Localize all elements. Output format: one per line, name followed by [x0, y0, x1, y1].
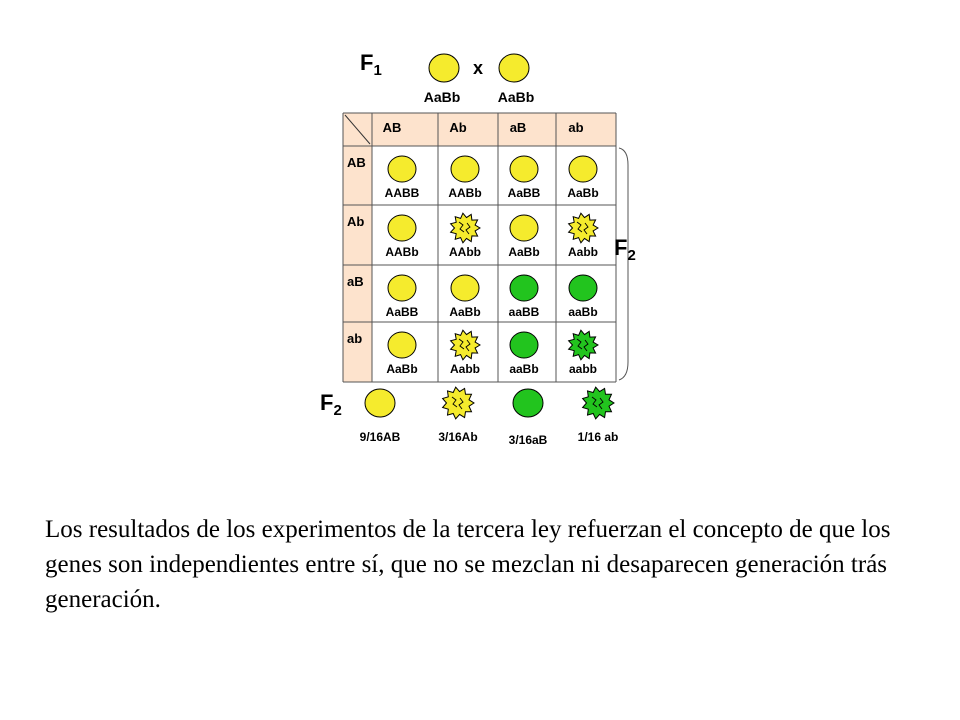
yellow-round-pea-icon [364, 388, 396, 418]
yellow-round-pea-icon [387, 331, 417, 359]
yellow-round-pea-icon [498, 53, 530, 83]
cell-genotype: AABB [385, 186, 420, 200]
parent-genotype: AaBb [498, 89, 535, 105]
yellow-wrinkled-pea-icon [567, 212, 599, 244]
f2-bracket-label: F2 [614, 235, 636, 264]
f1-label: F1 [360, 50, 382, 79]
yellow-round-pea-icon [450, 155, 480, 183]
ratio-label: 9/16AB [360, 430, 401, 444]
bracket-line [618, 147, 629, 381]
column-gamete-label: AB [383, 120, 402, 135]
cell-genotype: AaBB [386, 305, 419, 319]
yellow-round-pea-icon [387, 214, 417, 242]
green-wrinkled-pea-icon [567, 329, 599, 361]
parent-genotype: AaBb [424, 89, 461, 105]
cell-genotype: aabb [569, 362, 597, 376]
cell-genotype: AABb [448, 186, 481, 200]
green-round-pea-icon [509, 274, 539, 302]
column-gamete-label: ab [568, 120, 583, 135]
green-round-pea-icon [509, 331, 539, 359]
ratio-label: 3/16aB [509, 433, 548, 447]
cell-genotype: AaBB [508, 186, 541, 200]
row-gamete-label: Ab [347, 214, 364, 229]
row-header-band [343, 113, 372, 382]
cell-genotype: Aabb [450, 362, 480, 376]
yellow-round-pea-icon [509, 155, 539, 183]
f2-summary-label: F2 [320, 390, 342, 419]
f2-bracket: F2 [614, 147, 636, 381]
yellow-round-pea-icon [509, 214, 539, 242]
column-header-band [343, 113, 616, 146]
row-gamete-label: ab [347, 331, 362, 346]
yellow-round-pea-icon [568, 155, 598, 183]
yellow-wrinkled-pea-icon [449, 212, 481, 244]
cell-genotype: AaBb [449, 305, 480, 319]
yellow-round-pea-icon [428, 53, 460, 83]
cell-genotype: AABb [385, 245, 418, 259]
ratio-label: 3/16Ab [438, 430, 477, 444]
corner-diagonal [344, 114, 371, 145]
yellow-round-pea-icon [387, 274, 417, 302]
yellow-round-pea-icon [387, 155, 417, 183]
cross-symbol: x [473, 58, 483, 78]
ratio-label: 1/16 ab [578, 430, 619, 444]
yellow-round-pea-icon [450, 274, 480, 302]
cell-genotype: AAbb [449, 245, 481, 259]
cell-genotype: Aabb [568, 245, 598, 259]
column-gamete-label: Ab [449, 120, 466, 135]
yellow-wrinkled-pea-icon [449, 329, 481, 361]
caption-text: Los resultados de los experimentos de la… [45, 516, 891, 613]
cell-genotype: AaBb [386, 362, 417, 376]
cell-genotype: AaBb [508, 245, 539, 259]
row-gamete-label: aB [347, 274, 364, 289]
cell-genotype: aaBb [568, 305, 597, 319]
cell-genotype: aaBB [509, 305, 540, 319]
green-round-pea-icon [512, 388, 544, 418]
green-round-pea-icon [568, 274, 598, 302]
cell-genotype: AaBb [567, 186, 598, 200]
row-gamete-label: AB [347, 155, 366, 170]
yellow-wrinkled-pea-icon [441, 386, 475, 420]
cell-genotype: aaBb [509, 362, 538, 376]
green-wrinkled-pea-icon [581, 386, 615, 420]
column-gamete-label: aB [510, 120, 527, 135]
f2-summary: F2 9/16AB 3/16Ab 3/16aB 1/16 ab [320, 386, 619, 447]
